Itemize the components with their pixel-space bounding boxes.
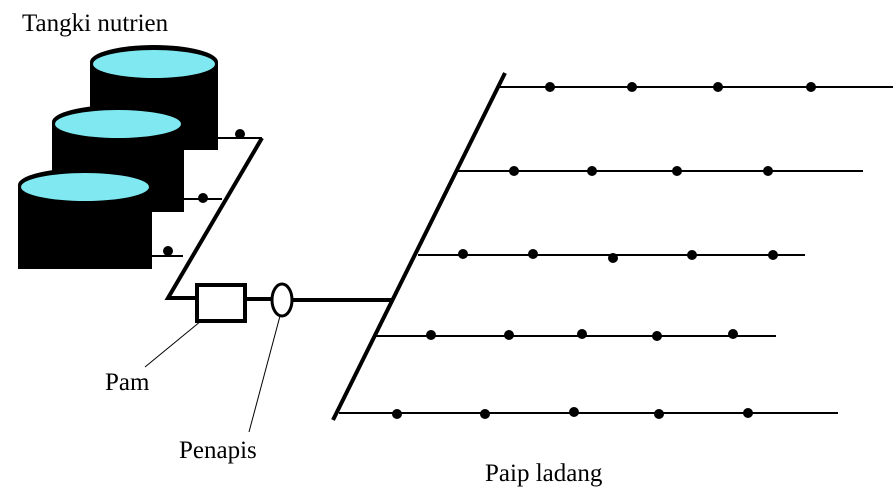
emitter bbox=[458, 249, 468, 259]
emitter bbox=[627, 82, 637, 92]
emitter bbox=[509, 166, 519, 176]
emitter bbox=[763, 166, 773, 176]
emitter bbox=[480, 409, 490, 419]
emitter bbox=[504, 330, 514, 340]
filter-label: Penapis bbox=[179, 437, 257, 464]
pump-label: Pam bbox=[105, 369, 150, 396]
field-mainline-pipe bbox=[331, 72, 507, 421]
emitter bbox=[806, 82, 816, 92]
label-leader-lines bbox=[144, 315, 281, 433]
emitter bbox=[652, 331, 662, 341]
emitter bbox=[528, 249, 538, 259]
pump-box bbox=[195, 283, 247, 323]
emitter bbox=[587, 166, 597, 176]
emitter bbox=[687, 250, 697, 260]
emitter bbox=[654, 409, 664, 419]
tanks-label: Tangki nutrien bbox=[22, 10, 169, 37]
emitter bbox=[743, 408, 753, 418]
pump-leader-line bbox=[144, 320, 202, 368]
emitter bbox=[545, 82, 555, 92]
emitter bbox=[728, 329, 738, 339]
emitter bbox=[569, 407, 579, 417]
filter-ellipse bbox=[270, 282, 294, 318]
field-emitters bbox=[392, 82, 816, 419]
emitter bbox=[768, 250, 778, 260]
tank-outlet-valves bbox=[163, 129, 245, 256]
field-lateral-pipes bbox=[339, 86, 893, 414]
emitter bbox=[392, 409, 402, 419]
tank-manifold-pipe bbox=[164, 136, 264, 300]
filter-leader-line bbox=[248, 315, 281, 433]
emitter bbox=[713, 82, 723, 92]
emitter bbox=[577, 329, 587, 339]
emitter bbox=[426, 330, 436, 340]
field-pipes-label: Paip ladang bbox=[485, 460, 603, 487]
emitter bbox=[608, 253, 618, 263]
nutrient-tank-1 bbox=[18, 168, 152, 269]
nutrient-tank-2 bbox=[52, 105, 184, 212]
emitter bbox=[672, 166, 682, 176]
